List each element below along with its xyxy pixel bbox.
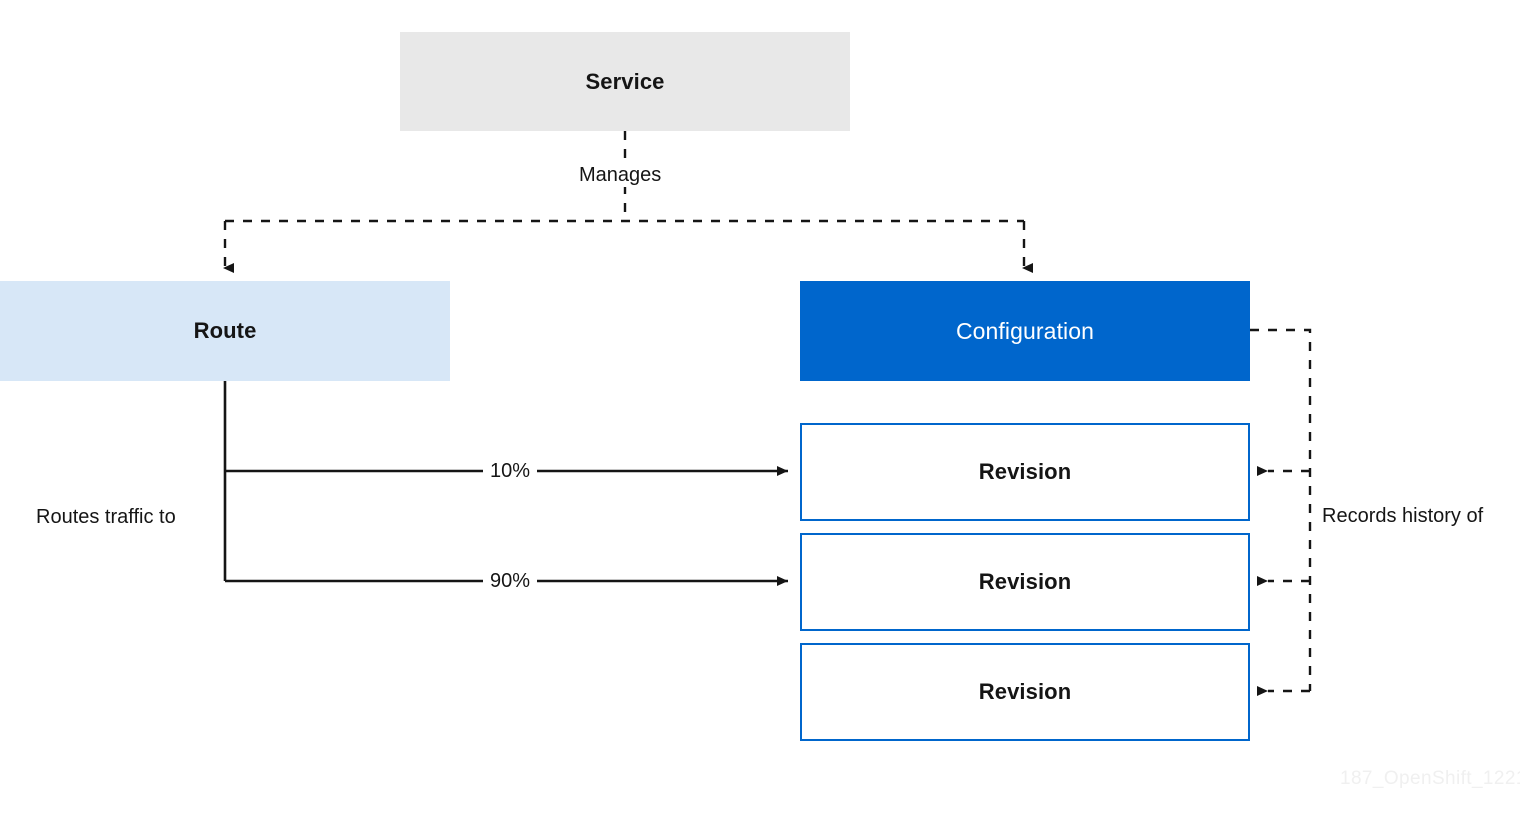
node-route-label: Route [193, 318, 257, 343]
node-revision-2-label: Revision [978, 569, 1072, 594]
edge-label-traffic-split-10: 10% [483, 459, 538, 483]
node-revision-3-label: Revision [978, 679, 1072, 704]
node-revision-2[interactable]: Revision [800, 533, 1250, 631]
node-route[interactable]: Route [0, 281, 450, 381]
node-revision-1[interactable]: Revision [800, 423, 1250, 521]
node-configuration-label: Configuration [955, 317, 1095, 344]
node-revision-3[interactable]: Revision [800, 643, 1250, 741]
node-service-label: Service [585, 68, 665, 94]
watermark: 187_OpenShift_1221 [1340, 768, 1520, 789]
edge-manages [223, 131, 1033, 273]
edge-label-manages: Manages [573, 163, 668, 187]
node-configuration[interactable]: Configuration [800, 281, 1250, 381]
edge-label-records-history-of: Records history of [1318, 504, 1488, 528]
edge-label-routes-traffic-to: Routes traffic to [32, 505, 180, 529]
edge-label-traffic-split-90: 90% [483, 569, 538, 593]
node-revision-1-label: Revision [978, 459, 1072, 484]
edge-records-history-of [1250, 328, 1312, 696]
node-service[interactable]: Service [400, 32, 850, 131]
